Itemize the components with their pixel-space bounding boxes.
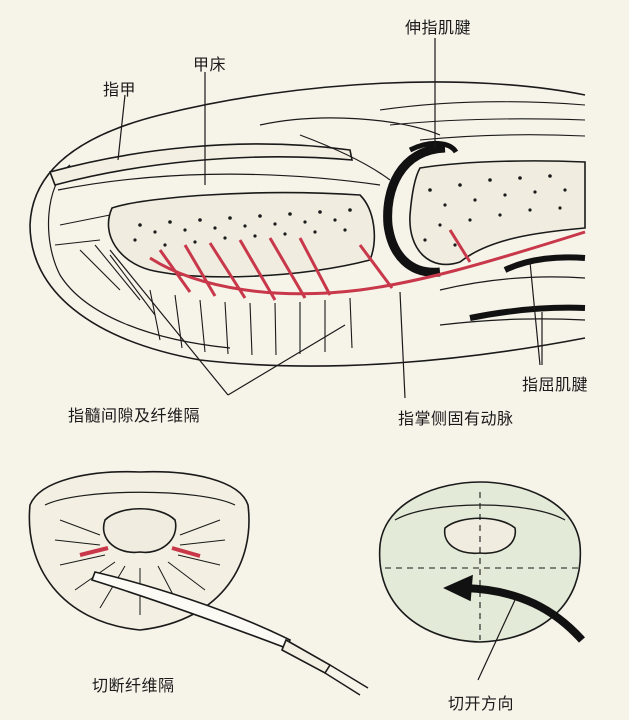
digital-artery-branches: [149, 229, 586, 301]
label-extensor-tendon: 伸指肌腱: [405, 18, 472, 37]
scalpel-handle: [280, 638, 332, 675]
distal-phalanx: [107, 191, 376, 278]
flexor-tendon-lower: [469, 304, 586, 321]
incision-bone: [444, 517, 516, 554]
label-flexor-tendon: 指屈肌腱: [522, 375, 589, 394]
cross-section-cutting-septa: [28, 470, 369, 696]
incision-arrow-shaft: [464, 584, 585, 643]
nail-fold: [259, 117, 441, 136]
leader-septa-b: [227, 324, 346, 396]
pulp-fibrous-septa: [54, 214, 353, 356]
scalpel-grip: [324, 664, 369, 696]
incision-arrow-head: [443, 574, 473, 602]
nail-matrix-line: [299, 134, 391, 181]
nail-plate: [48, 143, 353, 186]
leader-septa-a: [109, 249, 229, 396]
dorsal-layer-1: [379, 101, 586, 111]
label-nail: 指甲: [103, 80, 137, 99]
cross-section-arteries: [79, 546, 201, 558]
label-nail-bed: 甲床: [193, 55, 227, 74]
cross-section-incision: [378, 481, 585, 681]
bone-stippling: [133, 174, 567, 247]
leader-incision: [477, 599, 516, 681]
extensor-tendon-cap: [408, 141, 459, 154]
flexor-tendon: [503, 254, 586, 273]
bone-section: [102, 507, 177, 554]
dorsal-layer-3: [419, 134, 586, 141]
leader-flexor: [529, 261, 541, 366]
label-digital-artery: 指掌侧固有动脉: [398, 409, 514, 428]
label-pulp-septa: 指髓间隙及纤维隔: [68, 406, 201, 425]
extensor-tendon: [383, 143, 446, 277]
leader-artery: [399, 291, 406, 399]
nail-bed: [57, 173, 381, 191]
skin-inner-line: [47, 164, 231, 349]
leader-lines: [109, 38, 543, 399]
middle-phalanx-head: [409, 160, 586, 266]
label-cut-septa: 切断纤维隔: [92, 676, 175, 695]
label-incision-direction: 切开方向: [448, 694, 515, 713]
fingertip-longitudinal-section: [29, 38, 586, 399]
flexor-tendon-sheath-2: [439, 318, 586, 326]
radial-septa: [54, 519, 226, 615]
dorsal-layer-2: [389, 118, 586, 126]
skin-outline: [29, 81, 586, 367]
nail-arc: [44, 491, 236, 506]
flexor-tendon-sheath-1: [439, 276, 586, 291]
leader-nail: [117, 94, 126, 161]
